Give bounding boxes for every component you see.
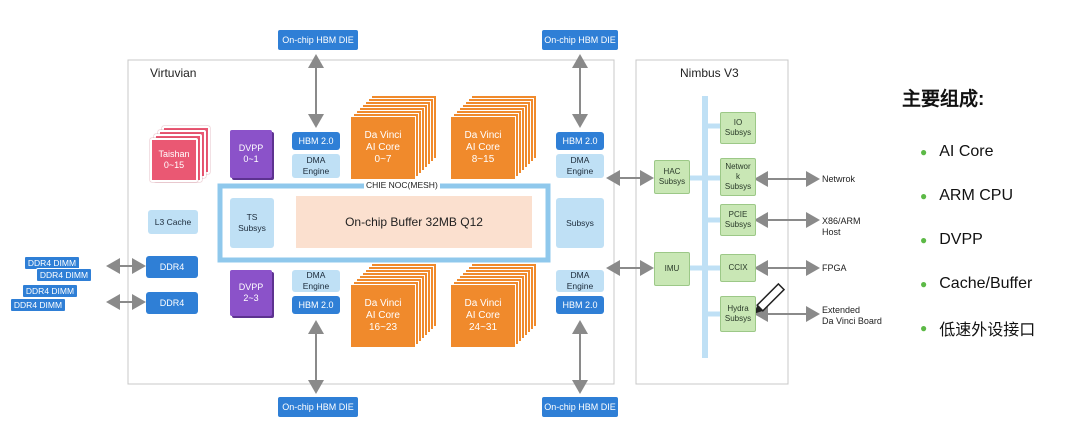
bullet-icon: ●	[920, 233, 928, 247]
taishan-block: Taishan 0~15	[150, 138, 198, 182]
dma-engine-top-left: DMA Engine	[292, 154, 340, 178]
l3-cache: L3 Cache	[148, 210, 198, 234]
ddr4-dimm-3: DDR4 DIMM	[22, 284, 78, 298]
hydra-subsys: Hydra Subsys	[720, 296, 756, 332]
summary-item-label: Cache/Buffer	[939, 275, 1033, 292]
network-label: Netwrok	[822, 174, 856, 184]
subsys-right: Subsys	[556, 198, 604, 248]
bullet-icon: ●	[920, 321, 928, 335]
hbm-controller-bottom-left: HBM 2.0	[292, 296, 340, 314]
dma-engine-bottom-left: DMA Engine	[292, 270, 340, 292]
summary-item-label: DVPP	[939, 231, 983, 248]
noc-label: CHIE NOC(MESH)	[364, 180, 440, 190]
summary-item-label: AI Core	[939, 143, 994, 160]
ccix-subsys: CCIX	[720, 254, 756, 282]
summary-list: ● AI Core ● ARM CPU ● DVPP ● Cache/Buffe…	[920, 130, 1035, 350]
board-label: Extended Da Vinci Board	[822, 305, 882, 326]
ddr4-controller-2: DDR4	[146, 292, 198, 314]
summary-item: ● 低速外设接口	[920, 306, 1035, 350]
virtuvian-title: Virtuvian	[150, 66, 197, 80]
fpga-label: FPGA	[822, 263, 847, 273]
bullet-icon: ●	[920, 189, 928, 203]
pcie-subsys: PCIE Subsys	[720, 204, 756, 236]
host-label: X86/ARM Host	[822, 216, 861, 237]
dma-engine-top-right: DMA Engine	[556, 154, 604, 178]
bullet-icon: ●	[920, 277, 928, 291]
summary-title: 主要组成:	[902, 89, 985, 110]
ai-core-0-7: Da Vinci AI Core 0~7	[350, 116, 416, 180]
hbm-die-bottom-left: On-chip HBM DIE	[278, 397, 358, 417]
io-subsys: IO Subsys	[720, 112, 756, 144]
hac-subsys: HAC Subsys	[654, 160, 690, 194]
dvpp-top-block: DVPP 0~1	[230, 130, 272, 178]
bullet-icon: ●	[920, 145, 928, 159]
dvpp-bottom-block: DVPP 2~3	[230, 270, 272, 316]
summary-item: ● AI Core	[920, 130, 1035, 174]
network-subsys: Networ k Subsys	[720, 158, 756, 196]
summary-item-label: 低速外设接口	[939, 322, 1036, 339]
ddr4-controller-1: DDR4	[146, 256, 198, 278]
summary-item: ● Cache/Buffer	[920, 262, 1035, 306]
pen-icon	[754, 282, 786, 314]
nimbus-title: Nimbus V3	[680, 66, 739, 80]
ddr4-dimm-1: DDR4 DIMM	[24, 256, 80, 270]
summary-item: ● DVPP	[920, 218, 1035, 262]
dma-engine-bottom-right: DMA Engine	[556, 270, 604, 292]
nimbus-bus	[702, 96, 708, 358]
summary-item-label: ARM CPU	[939, 187, 1014, 204]
ts-subsys: TS Subsys	[230, 198, 274, 248]
ai-core-16-23: Da Vinci AI Core 16~23	[350, 284, 416, 348]
hbm-die-bottom-right: On-chip HBM DIE	[542, 397, 618, 417]
hbm-controller-top-left: HBM 2.0	[292, 132, 340, 150]
hbm-die-top-left: On-chip HBM DIE	[278, 30, 358, 50]
hbm-controller-bottom-right: HBM 2.0	[556, 296, 604, 314]
ddr4-dimm-2: DDR4 DIMM	[36, 268, 92, 282]
hbm-die-top-right: On-chip HBM DIE	[542, 30, 618, 50]
ddr4-dimm-4: DDR4 DIMM	[10, 298, 66, 312]
ai-core-24-31: Da Vinci AI Core 24~31	[450, 284, 516, 348]
imu: IMU	[654, 252, 690, 286]
summary-item: ● ARM CPU	[920, 174, 1035, 218]
onchip-buffer: On-chip Buffer 32MB Q12	[296, 196, 532, 248]
hbm-controller-top-right: HBM 2.0	[556, 132, 604, 150]
ai-core-8-15: Da Vinci AI Core 8~15	[450, 116, 516, 180]
